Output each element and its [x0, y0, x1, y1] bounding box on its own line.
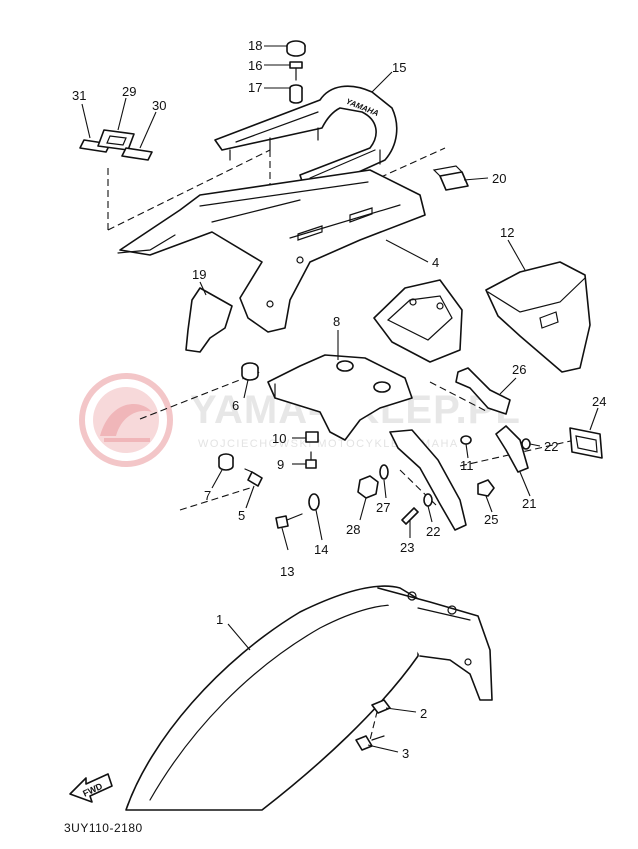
- washer-22a: [423, 493, 433, 507]
- block-20: [432, 165, 469, 191]
- bolt-13: [275, 513, 303, 529]
- callout-6: 6: [232, 398, 239, 413]
- callout-28: 28: [346, 522, 360, 537]
- callout-14: 14: [314, 542, 328, 557]
- callout-1: 1: [216, 612, 223, 627]
- callout-2: 2: [420, 706, 427, 721]
- collar-17: [289, 84, 303, 104]
- callout-27: 27: [376, 500, 390, 515]
- callout-8: 8: [333, 314, 340, 329]
- callout-24: 24: [592, 394, 606, 409]
- callout-10: 10: [272, 431, 286, 446]
- label-29: [97, 129, 135, 151]
- callout-26: 26: [512, 362, 526, 377]
- reflector-24: [569, 427, 603, 459]
- callout-21: 21: [522, 496, 536, 511]
- bush-11: [460, 435, 472, 445]
- license-bracket: [373, 279, 463, 363]
- callout-4: 4: [432, 255, 439, 270]
- callout-13: 13: [280, 564, 294, 579]
- callout-15: 15: [392, 60, 406, 75]
- callout-31: 31: [72, 88, 86, 103]
- bolt-9: [305, 451, 317, 469]
- leader-lines: [81, 45, 599, 753]
- stay-26: [455, 367, 511, 415]
- callout-7: 7: [204, 488, 211, 503]
- bracket-8: [267, 354, 413, 441]
- bolt-3: [355, 735, 385, 751]
- callout-numbers: 18 16 17 15 31 29 30 20 4 19 12 8 6 10 9…: [72, 38, 606, 761]
- callout-3: 3: [402, 746, 409, 761]
- bolt-16: [289, 61, 303, 81]
- cap-18: [286, 40, 306, 57]
- nut-25: [477, 479, 495, 497]
- callout-16: 16: [248, 58, 262, 73]
- callout-17: 17: [248, 80, 262, 95]
- nut-28: [357, 475, 379, 499]
- collar-7: [218, 453, 234, 471]
- callout-9: 9: [277, 457, 284, 472]
- callout-20: 20: [492, 171, 506, 186]
- callout-12: 12: [500, 225, 514, 240]
- callout-29: 29: [122, 84, 136, 99]
- callout-25: 25: [484, 512, 498, 527]
- housing-12: [485, 261, 591, 373]
- label-30: [121, 147, 153, 161]
- watermark-logo: [79, 373, 173, 467]
- callout-30: 30: [152, 98, 166, 113]
- screw-23: [401, 507, 419, 525]
- watermark-subtitle: WOJCIECHOWSKI MOTOCYKLE YAMAHA: [198, 438, 459, 450]
- callout-19: 19: [192, 267, 206, 282]
- diagram-code: 3UY110-2180: [64, 821, 143, 835]
- nut-6: [241, 362, 259, 381]
- callout-11: 11: [460, 458, 474, 473]
- reflector-stay: [389, 429, 467, 531]
- washer-22b: [521, 438, 531, 450]
- washer-27: [379, 464, 389, 480]
- callout-22b: 22: [544, 439, 558, 454]
- bracket-21: [495, 425, 529, 473]
- callout-23: 23: [400, 540, 414, 555]
- bolt-5: [244, 468, 263, 487]
- rear-fender-1: [125, 585, 493, 811]
- rear-cover-4: [117, 169, 426, 333]
- callout-22a: 22: [426, 524, 440, 539]
- washer-14: [308, 493, 320, 511]
- panel-19: [185, 287, 233, 353]
- nut-10: [305, 431, 319, 443]
- callout-18: 18: [248, 38, 262, 53]
- fwd-arrow: FWD: [69, 773, 113, 803]
- callout-5: 5: [238, 508, 245, 523]
